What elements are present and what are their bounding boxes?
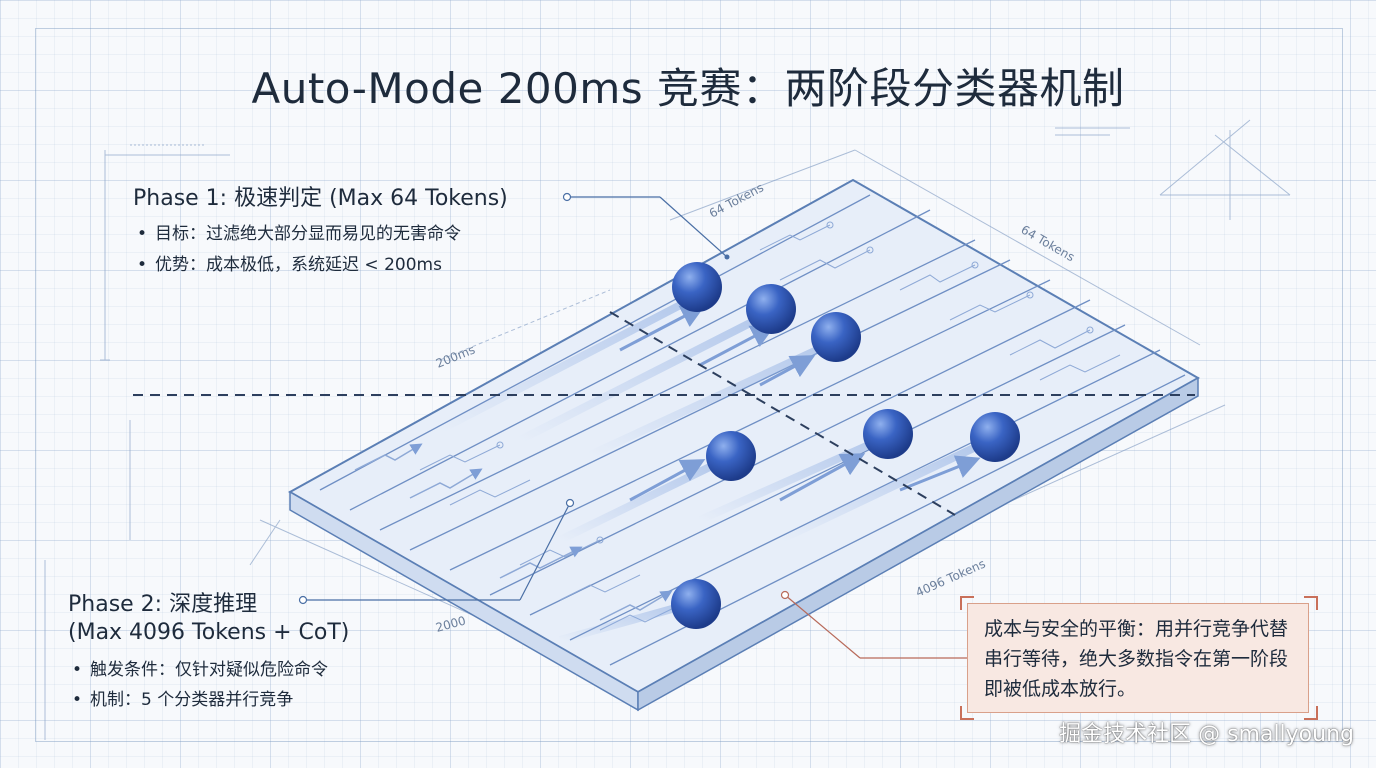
phase1-bullet-advantage: 优势：成本极低，系统延迟 < 200ms <box>137 250 442 275</box>
note-corner-mark <box>960 596 974 610</box>
note-corner-mark <box>1304 706 1318 720</box>
balance-note: 成本与安全的平衡：用并行竞争代替串行等待，绝大多数指令在第一阶段即被低成本放行。 <box>967 603 1309 713</box>
classifier-sphere <box>672 262 722 312</box>
watermark: 掘金技术社区 @ smallyoung <box>1059 722 1354 747</box>
classifier-sphere <box>706 431 756 481</box>
classifier-spheres <box>671 262 1020 629</box>
callout-leaders <box>298 192 967 659</box>
threshold-lines <box>133 311 1195 516</box>
board-side-edge <box>637 376 1199 712</box>
classifier-sphere <box>746 284 796 334</box>
phase2-title: Phase 2: 深度推理 <box>68 592 258 617</box>
phase2-bullet-mechanism: 机制：5 个分类器并行竞争 <box>72 685 293 710</box>
classifier-sphere <box>811 312 861 362</box>
phase1-title: Phase 1: 极速判定 (Max 64 Tokens) <box>133 186 508 211</box>
phase1-bullet-goal: 目标：过滤绝大部分显而易见的无害命令 <box>137 219 461 244</box>
classifier-sphere <box>863 409 913 459</box>
label-scale-2000: 2000 <box>434 613 467 634</box>
note-corner-mark <box>1304 596 1318 610</box>
label-64-tokens-top: 64 Tokens <box>707 180 766 220</box>
phase2-bullet-trigger: 触发条件：仅针对疑似危险命令 <box>72 655 328 680</box>
balance-note-text: 成本与安全的平衡：用并行竞争代替串行等待，绝大多数指令在第一阶段即被低成本放行。 <box>984 618 1289 700</box>
label-64-tokens-right: 64 Tokens <box>1019 222 1078 264</box>
label-200ms: 200ms <box>434 342 477 370</box>
page-title: Auto-Mode 200ms 竞赛：两阶段分类器机制 <box>251 64 1125 113</box>
classifier-sphere <box>671 579 721 629</box>
phase2-subtitle: (Max 4096 Tokens + CoT) <box>68 620 350 645</box>
label-4096-tokens: 4096 Tokens <box>914 557 988 600</box>
blueprint-frame <box>35 28 1343 742</box>
classifier-sphere <box>970 412 1020 462</box>
note-corner-mark <box>960 706 974 720</box>
